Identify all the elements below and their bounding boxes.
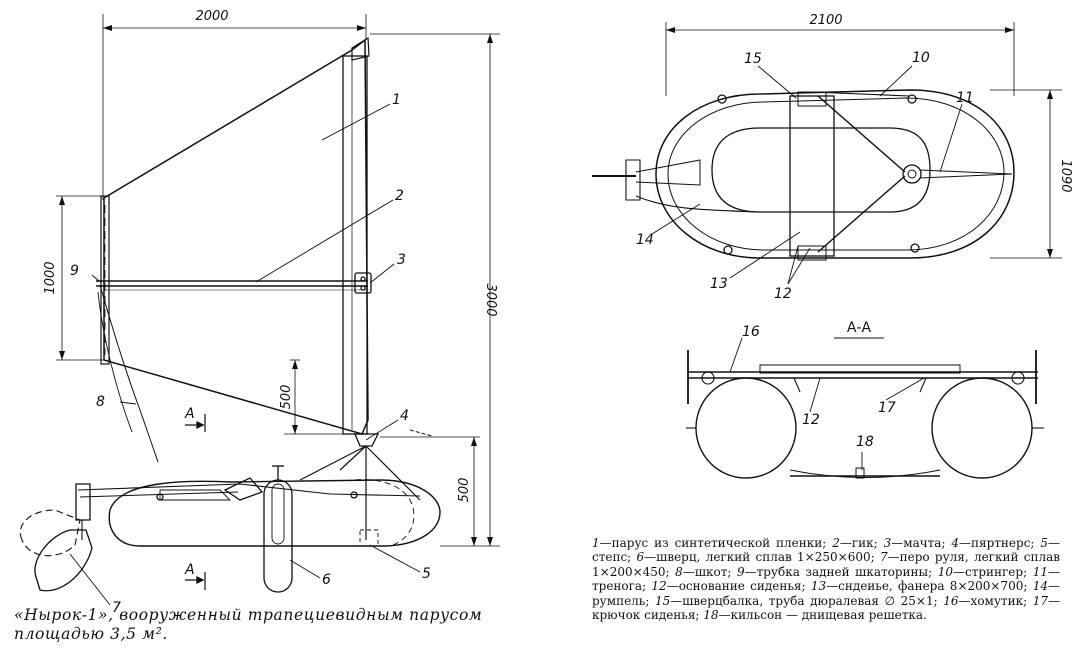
legend-number: 8 — [675, 564, 683, 579]
legend-number: 6 — [636, 550, 645, 565]
section-title: А-А — [847, 320, 872, 336]
sail-side-view — [19, 14, 500, 606]
callout-11: 11 — [956, 90, 974, 106]
legend-text: —мачта; — [891, 536, 952, 550]
legend-number: 3 — [883, 536, 892, 550]
legend-item-1: 1—парус из синтетической пленки; — [592, 536, 832, 550]
legend-number: 14 — [1032, 579, 1048, 594]
legend-text: —шкот; — [682, 564, 737, 579]
callout-7: 7 — [112, 600, 121, 616]
section-mark-a-top: A — [184, 406, 195, 422]
callout-1: 1 — [392, 92, 401, 108]
legend-item-18: 18—кильсон — днищевая решетка. — [703, 608, 927, 622]
callout-4: 4 — [400, 408, 409, 424]
legend-item-3: 3—мачта; — [884, 536, 952, 550]
legend-item-9: 9—трубка задней шкаторины; — [737, 565, 938, 579]
callout-18: 18 — [856, 434, 874, 450]
section-mark-a-bottom: A — [184, 562, 195, 578]
callout-13: 13 — [710, 276, 728, 292]
legend-item-11: 11—тренога; — [592, 565, 1060, 593]
callout-8: 8 — [96, 394, 105, 410]
legend-text: —гик; — [839, 536, 884, 550]
callout-10: 10 — [912, 50, 930, 66]
callout-12-top: 12 — [774, 286, 792, 302]
legend-item-13: 13—сндеиье, фанера 8×200×700; — [811, 579, 1033, 593]
callout-5: 5 — [422, 566, 431, 582]
legend-text: —парус из синтетической пленки; — [599, 536, 833, 550]
callout-9: 9 — [70, 263, 79, 279]
legend-item-5: 5—степс; — [592, 536, 1060, 564]
legend-number: 11 — [1032, 564, 1048, 579]
legend-text: —румпель; — [592, 579, 1060, 608]
legend-number: 9 — [736, 564, 745, 579]
legend-number: 2 — [832, 536, 840, 550]
callout-17: 17 — [878, 400, 896, 416]
callout-14: 14 — [636, 232, 654, 248]
legend-number: 5 — [1040, 536, 1049, 550]
legend-number: 4 — [951, 536, 960, 550]
legend-item-4: 4—пяртнерс; — [951, 536, 1040, 550]
legend-number: 12 — [651, 579, 667, 594]
callout-16: 16 — [742, 324, 760, 340]
figure-caption: «Нырок-1», вооруженный трапециевидным па… — [14, 606, 483, 643]
legend-text: —шверц, легкий сплав 1×250×600; — [644, 550, 880, 565]
legend-number: 16 — [943, 593, 959, 608]
dim-500-deck: 500 — [457, 478, 472, 503]
legend-number: 17 — [1032, 593, 1048, 608]
legend-item-16: 16—хомутик; — [943, 594, 1032, 608]
callout-12-section: 12 — [802, 412, 820, 428]
legend-text: —сндеиье, фанера 8×200×700; — [826, 579, 1033, 594]
dim-2000: 2000 — [195, 9, 228, 24]
legend-text: —крючок сиденья; — [592, 593, 1060, 623]
legend-number: 15 — [654, 593, 671, 608]
legend-item-15: 15—шверцбалка, труба дюралевая ∅ 25×1; — [655, 594, 943, 608]
legend-text: —стрингер; — [952, 564, 1033, 579]
legend-text: —хомутик; — [958, 593, 1033, 608]
callout-15: 15 — [744, 51, 762, 67]
legend-text: —тренога; — [592, 564, 1060, 594]
legend-item-12: 12—основание сиденья; — [651, 579, 810, 593]
legend-item-7: 7—перо руля, легкий сплав 1×200×450; — [592, 550, 1060, 578]
callout-2: 2 — [395, 188, 404, 204]
legend-text: —кильсон — днищевая решетка. — [718, 608, 927, 623]
legend-number: 13 — [810, 579, 827, 594]
top-view — [592, 22, 1062, 285]
dim-500-foot: 500 — [279, 385, 294, 410]
legend-item-14: 14—румпель; — [592, 579, 1060, 607]
legend-item-6: 6—шверц, легкий сплав 1×250×600; — [637, 550, 880, 564]
legend-number: 10 — [937, 564, 953, 579]
dim-3000: 3000 — [483, 283, 498, 316]
section-view — [686, 337, 1044, 479]
legend-text: —перо руля, легкий сплав 1×200×450; — [592, 550, 1060, 579]
legend-number: 1 — [592, 536, 600, 550]
legend-number: 18 — [703, 608, 719, 623]
callout-3: 3 — [397, 252, 406, 268]
dim-1000: 1000 — [43, 261, 58, 294]
legend: 1—парус из синтетической пленки; 2—гик; … — [592, 536, 1060, 622]
legend-text: —трубка задней шкаторины; — [744, 564, 938, 579]
legend-text: —пяртнерс; — [959, 536, 1041, 550]
legend-item-2: 2—гик; — [832, 536, 883, 550]
legend-item-17: 17—крючок сиденья; — [592, 594, 1060, 622]
dim-2100: 2100 — [809, 13, 842, 28]
legend-text: —степс; — [592, 536, 1061, 565]
legend-text: —основание сиденья; — [666, 579, 811, 594]
legend-item-8: 8—шкот; — [675, 565, 737, 579]
dim-1090: 1090 — [1058, 159, 1073, 192]
legend-item-10: 10—стрингер; — [938, 565, 1033, 579]
legend-text: —шверцбалка, труба дюралевая ∅ 25×1; — [670, 593, 944, 608]
legend-number: 7 — [879, 550, 888, 565]
callout-6: 6 — [322, 572, 331, 588]
